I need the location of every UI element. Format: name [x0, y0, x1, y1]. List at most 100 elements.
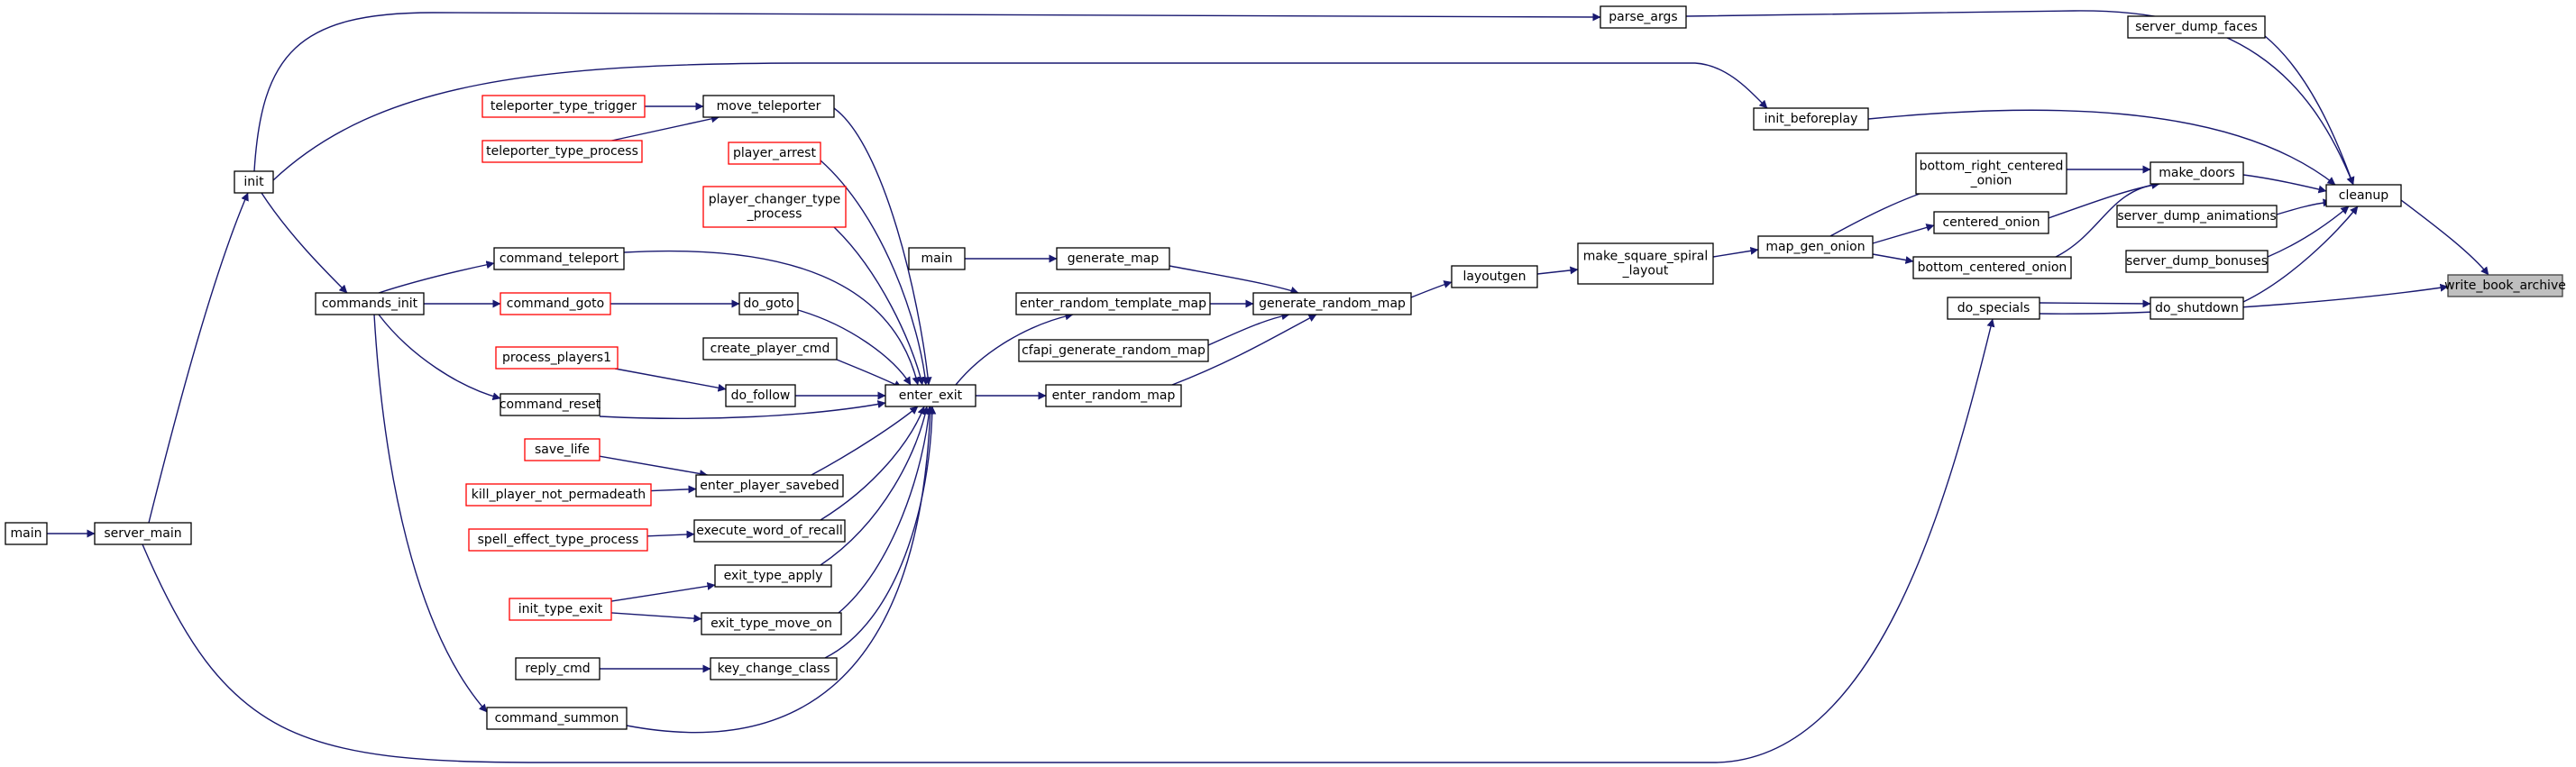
node-command-goto[interactable]: command_goto [500, 292, 611, 315]
node-do-goto[interactable]: do_goto [738, 292, 799, 315]
node-label: reply_cmd [525, 662, 590, 676]
node-teleporter-type-process[interactable]: teleporter_type_process [481, 140, 643, 163]
node-spell-effect-type-process[interactable]: spell_effect_type_process [468, 528, 648, 552]
edge-init-to-parse-args [253, 12, 1601, 172]
node-parse-args[interactable]: parse_args [1600, 5, 1687, 29]
node-box [509, 598, 612, 621]
node-label: do_follow [731, 388, 791, 403]
node-label: init [243, 175, 264, 189]
node-box [1015, 292, 1211, 315]
node-label: main [11, 526, 42, 541]
node-box [2125, 250, 2269, 273]
node-box [885, 384, 976, 407]
node-cleanup[interactable]: cleanup [2325, 184, 2402, 207]
node-command-teleport[interactable]: command_teleport [493, 247, 625, 270]
node-box [908, 247, 966, 270]
node-server-dump-faces[interactable]: server_dump_faces [2127, 15, 2266, 39]
node-server-main[interactable]: server_main [94, 522, 192, 545]
edge-parse-args-to-cleanup [1685, 10, 2354, 186]
node-label: command_summon [495, 711, 619, 726]
node-label: _process [747, 207, 802, 222]
node-box [1753, 107, 1869, 131]
node-box [1577, 242, 1714, 285]
node-server-dump-animations[interactable]: server_dump_animations [2116, 205, 2278, 228]
node-box [702, 186, 847, 228]
edge-generate-random-map-to-layoutgen [1410, 280, 1453, 298]
node-box [1933, 211, 2049, 234]
node-label: server_dump_bonuses [2126, 254, 2268, 269]
node-enter-random-template-map[interactable]: enter_random_template_map [1015, 292, 1211, 315]
node-layoutgen[interactable]: layoutgen [1451, 265, 1538, 288]
node-bottom-centered-onion[interactable]: bottom_centered_onion [1912, 256, 2072, 279]
node-command-summon[interactable]: command_summon [486, 707, 628, 730]
node-save-life[interactable]: save_life [524, 438, 600, 461]
node-main-b[interactable]: main [908, 247, 966, 270]
node-teleporter-type-trigger[interactable]: teleporter_type_trigger [481, 95, 646, 118]
node-init-type-exit[interactable]: init_type_exit [509, 598, 612, 621]
edge-commands-init-to-command-reset [378, 314, 501, 401]
node-box [468, 528, 648, 552]
edge-commands-init-to-command-teleport [378, 260, 495, 294]
node-exit-type-move-on[interactable]: exit_type_move_on [701, 612, 842, 635]
node-main-a[interactable]: main [5, 522, 48, 545]
node-label: enter_random_template_map [1020, 297, 1206, 311]
node-enter-exit[interactable]: enter_exit [885, 384, 976, 407]
edge-enter-player-savebed-to-enter-exit [811, 406, 919, 476]
node-generate-map[interactable]: generate_map [1056, 247, 1170, 270]
node-write-book-archive[interactable]: write_book_archive [2444, 274, 2566, 297]
node-label: generate_map [1068, 251, 1160, 266]
edge-enter-exit-to-enter-random-template-map [955, 312, 1074, 386]
node-centered-onion[interactable]: centered_onion [1933, 211, 2049, 234]
node-do-specials[interactable]: do_specials [1947, 297, 2040, 320]
node-label: enter_player_savebed [700, 479, 839, 493]
node-box [495, 346, 619, 370]
node-box [515, 657, 600, 680]
node-do-shutdown[interactable]: do_shutdown [2150, 297, 2244, 320]
node-execute-word-of-recall[interactable]: execute_word_of_recall [693, 519, 846, 543]
edge-key-change-class-to-enter-exit [824, 406, 937, 659]
node-map-gen-onion[interactable]: map_gen_onion [1757, 235, 1874, 259]
node-box [524, 438, 600, 461]
node-reply-cmd[interactable]: reply_cmd [515, 657, 600, 680]
edges-layer [47, 10, 2489, 763]
edge-cfapi-generate-random-map-to-generate-random-map [1207, 312, 1290, 346]
node-player-arrest[interactable]: player_arrest [728, 142, 821, 165]
edge-map-gen-onion-to-bottom-centered-onion [1872, 253, 1914, 264]
node-key-change-class[interactable]: key_change_class [710, 657, 838, 680]
node-label: enter_random_map [1052, 388, 1176, 403]
node-create-player-cmd[interactable]: create_player_cmd [702, 337, 838, 361]
node-commands-init[interactable]: commands_init [315, 292, 425, 315]
node-init-beforeplay[interactable]: init_beforeplay [1753, 107, 1869, 131]
edge-init-type-exit-to-exit-type-move-on [610, 612, 702, 623]
edge-command-teleport-to-enter-exit [623, 250, 921, 386]
node-enter-random-map[interactable]: enter_random_map [1045, 384, 1182, 407]
node-server-dump-bonuses[interactable]: server_dump_bonuses [2125, 250, 2269, 273]
node-make-doors[interactable]: make_doors [2150, 161, 2244, 185]
node-bottom-right-centered-onion[interactable]: bottom_right_centered_onion [1915, 152, 2067, 195]
edge-execute-word-of-recall-to-enter-exit [820, 406, 926, 521]
node-label: kill_player_not_permadeath [472, 488, 646, 502]
edge-command-summon-to-enter-exit [626, 406, 935, 734]
node-player-changer-type-process[interactable]: player_changer_type_process [702, 186, 847, 228]
node-move-teleporter[interactable]: move_teleporter [702, 95, 835, 118]
node-box [500, 393, 600, 416]
node-label: server_main [104, 526, 181, 541]
node-label: layoutgen [1462, 269, 1526, 284]
node-kill-player-not-permadeath[interactable]: kill_player_not_permadeath [465, 483, 652, 507]
node-generate-random-map[interactable]: generate_random_map [1252, 292, 1412, 315]
node-exit-type-apply[interactable]: exit_type_apply [714, 564, 832, 588]
node-cfapi-generate-random-map[interactable]: cfapi_generate_random_map [1018, 339, 1209, 362]
node-make-square-spiral-layout[interactable]: make_square_spiral_layout [1577, 242, 1714, 285]
node-command-reset[interactable]: command_reset [500, 393, 601, 416]
node-do-follow[interactable]: do_follow [725, 384, 796, 407]
node-init[interactable]: init [234, 170, 274, 194]
node-box [315, 292, 425, 315]
edge-do-shutdown-to-cleanup [2242, 205, 2359, 303]
node-box [2127, 15, 2266, 39]
node-enter-player-savebed[interactable]: enter_player_savebed [695, 474, 844, 498]
edge-move-teleporter-to-enter-exit [833, 107, 932, 386]
node-box [1947, 297, 2040, 320]
node-box [486, 707, 628, 730]
node-process-players1[interactable]: process_players1 [495, 346, 619, 370]
edge-exit-type-apply-to-enter-exit [820, 406, 930, 566]
